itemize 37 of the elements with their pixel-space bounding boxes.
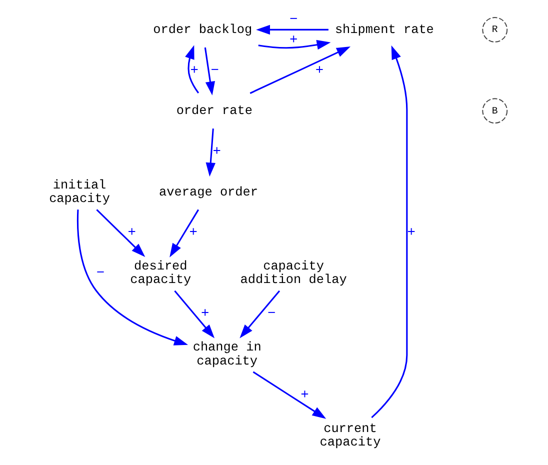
arrow <box>184 45 199 94</box>
arrow <box>256 24 328 35</box>
arrow <box>249 46 350 94</box>
edge-label: + <box>288 34 298 49</box>
edge-label: − <box>210 64 218 79</box>
arrow <box>370 45 408 418</box>
node-text: capacity addition delay <box>240 258 346 288</box>
edge-label: + <box>200 307 209 322</box>
arrow <box>205 128 215 177</box>
edge-label: + <box>314 64 324 79</box>
arrow <box>258 40 330 50</box>
edge-label: + <box>127 226 136 242</box>
arrow <box>252 371 326 419</box>
arrow <box>204 47 215 96</box>
arrow <box>96 209 145 257</box>
arrow <box>169 209 199 258</box>
node-text: initial capacity <box>48 177 110 206</box>
arrow <box>239 290 280 338</box>
node-text: shipment rate <box>334 22 434 38</box>
edge-label: + <box>406 226 415 242</box>
node-text: order backlog <box>152 22 252 38</box>
edge-label: + <box>300 388 308 404</box>
edge-label: + <box>212 145 220 160</box>
arrow <box>76 210 188 346</box>
label: B <box>491 105 498 116</box>
node-text: desired capacity <box>130 258 191 288</box>
label: R <box>491 24 498 36</box>
edge-label: − <box>266 307 276 322</box>
edge-label: − <box>96 266 104 282</box>
arrow <box>174 290 214 338</box>
edge-label: + <box>190 64 198 79</box>
edge-label: − <box>288 13 298 28</box>
edge-label: + <box>188 226 197 242</box>
node-text: average order <box>158 184 258 200</box>
node-text: order rate <box>176 103 252 118</box>
node-text: current capacity <box>319 420 380 450</box>
node-text: change in capacity <box>192 340 261 368</box>
